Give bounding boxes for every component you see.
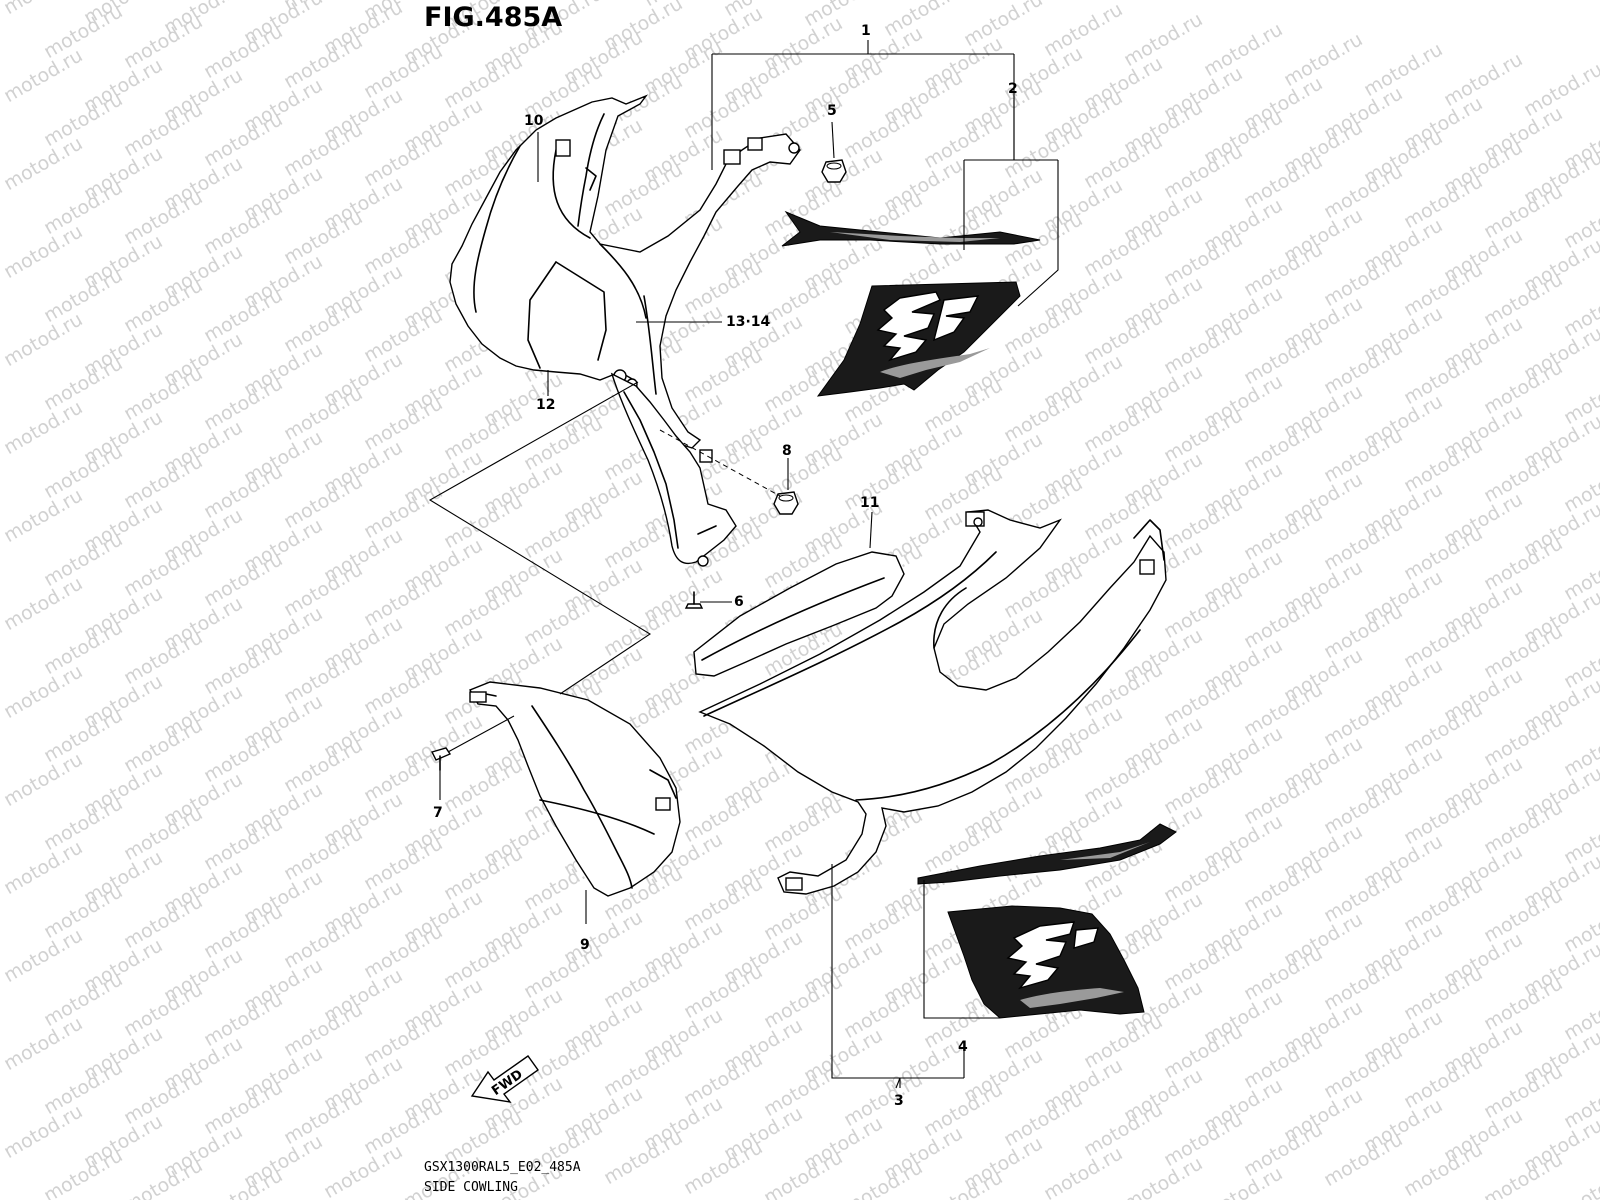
model-code: GSX1300RAL5_E02_485A — [424, 1160, 581, 1175]
leader-lines — [428, 121, 901, 1089]
callout-7: 7 — [433, 805, 443, 821]
callout-6: 6 — [734, 594, 744, 610]
side-cowling-part-3 — [698, 509, 1167, 895]
lower-bracket-part-12 — [610, 372, 737, 567]
nut-part-8 — [773, 491, 799, 515]
callout-5: 5 — [827, 103, 837, 119]
callout-1: 1 — [861, 23, 871, 39]
callout-10: 10 — [524, 113, 544, 129]
callout-9: 9 — [580, 937, 590, 953]
callout-2: 2 — [1008, 81, 1018, 97]
fwd-arrow-icon: FWD — [470, 1055, 539, 1103]
callout-13-14: 13·14 — [726, 314, 771, 330]
group-bracket-lines — [711, 40, 1059, 1088]
screw-part-6 — [684, 591, 704, 609]
nut-part-5 — [821, 159, 847, 183]
upper-logo-decal — [816, 281, 1021, 397]
lower-panel-part-9 — [468, 681, 681, 897]
figure-title: FIG.485A — [424, 2, 563, 33]
inner-cowling-part-10 — [449, 94, 801, 449]
screw-part-7 — [430, 747, 452, 771]
callout-3: 3 — [894, 1093, 904, 1109]
callout-11: 11 — [860, 495, 880, 511]
callout-8: 8 — [782, 443, 792, 459]
section-name: SIDE COWLING — [424, 1180, 518, 1195]
callout-4: 4 — [958, 1039, 968, 1055]
lower-stripe-decal — [917, 823, 1177, 885]
lower-logo-decal — [947, 905, 1145, 1019]
upper-stripe-decal — [781, 210, 1041, 247]
side-cowling-inner-part-11 — [693, 551, 905, 677]
callout-12: 12 — [536, 397, 556, 413]
